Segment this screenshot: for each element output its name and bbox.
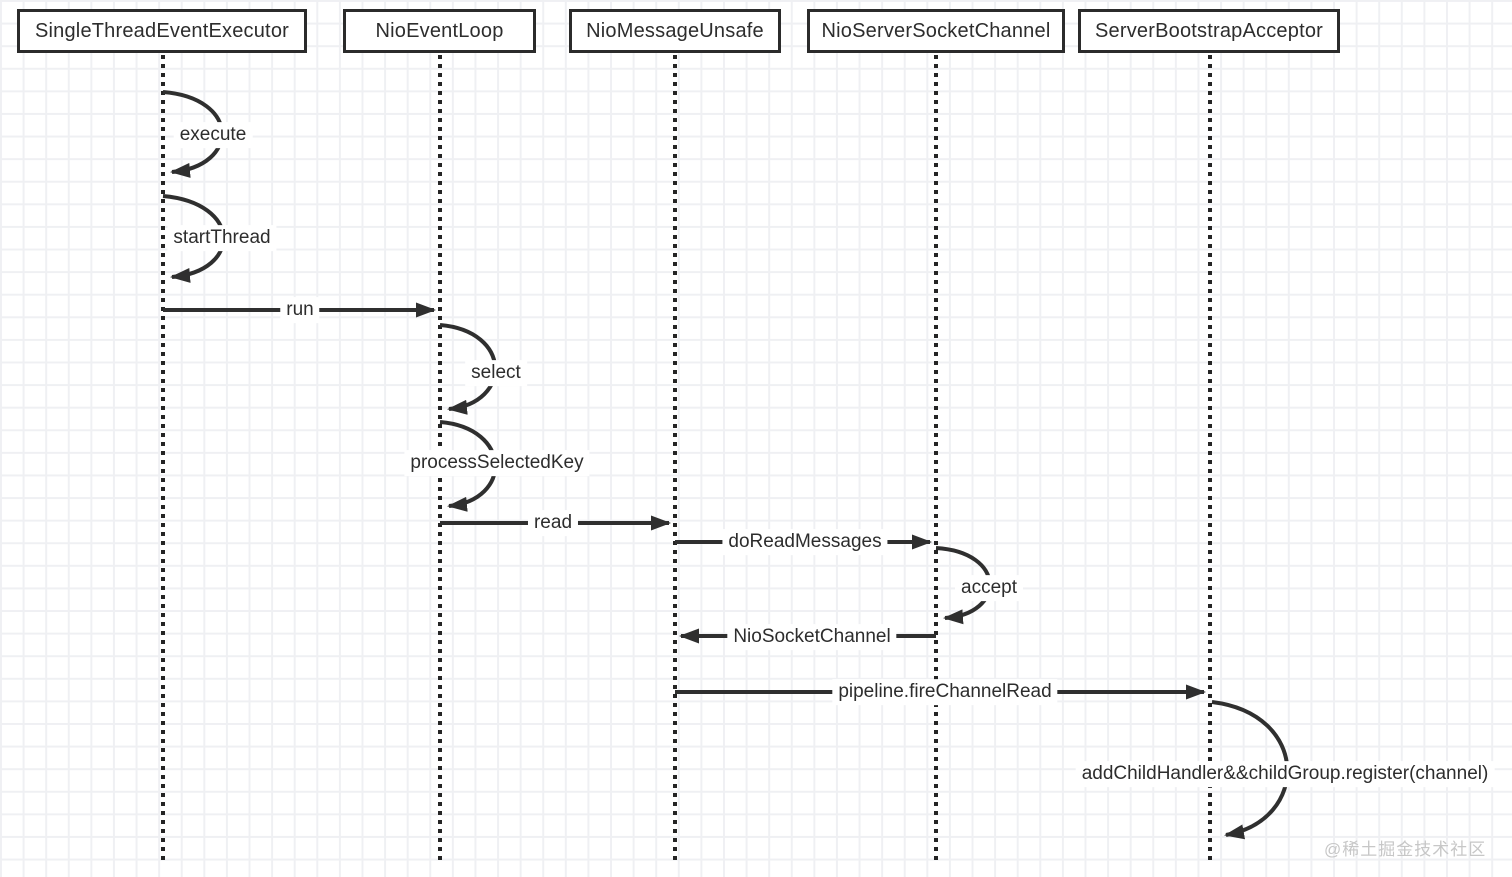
actor-box-singlethreadeventexecutor: SingleThreadEventExecutor [17,9,307,53]
actor-box-nioeventloop: NioEventLoop [343,9,536,53]
self-message-label-processselectedkey: processSelectedKey [404,450,590,476]
message-label-pipeline-firechannelread: pipeline.fireChannelRead [832,679,1058,705]
message-label-run: run [280,297,320,323]
actor-label: NioMessageUnsafe [586,19,764,42]
actor-label: SingleThreadEventExecutor [34,19,290,42]
actor-box-nioserversocketchannel: NioServerSocketChannel [807,9,1065,53]
message-label-doreadmessages: doReadMessages [722,529,888,555]
self-message-label-execute: execute [173,122,253,148]
message-label-read: read [527,510,579,536]
actor-box-serverbootstrapacceptor: ServerBootstrapAcceptor [1078,9,1340,53]
message-label-niosocketchannel: NioSocketChannel [727,624,897,650]
self-message-label-select: select [465,360,527,386]
self-message-label-addchildhandler: addChildHandler&&childGroup.register(cha… [1075,761,1495,787]
actor-box-niomessageunsafe: NioMessageUnsafe [569,9,781,53]
self-message-label-accept: accept [955,575,1023,601]
actor-label: ServerBootstrapAcceptor [1094,19,1324,42]
actor-label: NioServerSocketChannel [821,19,1051,42]
actor-label: NioEventLoop [375,19,504,42]
self-message-label-startthread: startThread [167,225,277,251]
watermark-juejin: @稀土掘金技术社区 [1324,840,1487,859]
